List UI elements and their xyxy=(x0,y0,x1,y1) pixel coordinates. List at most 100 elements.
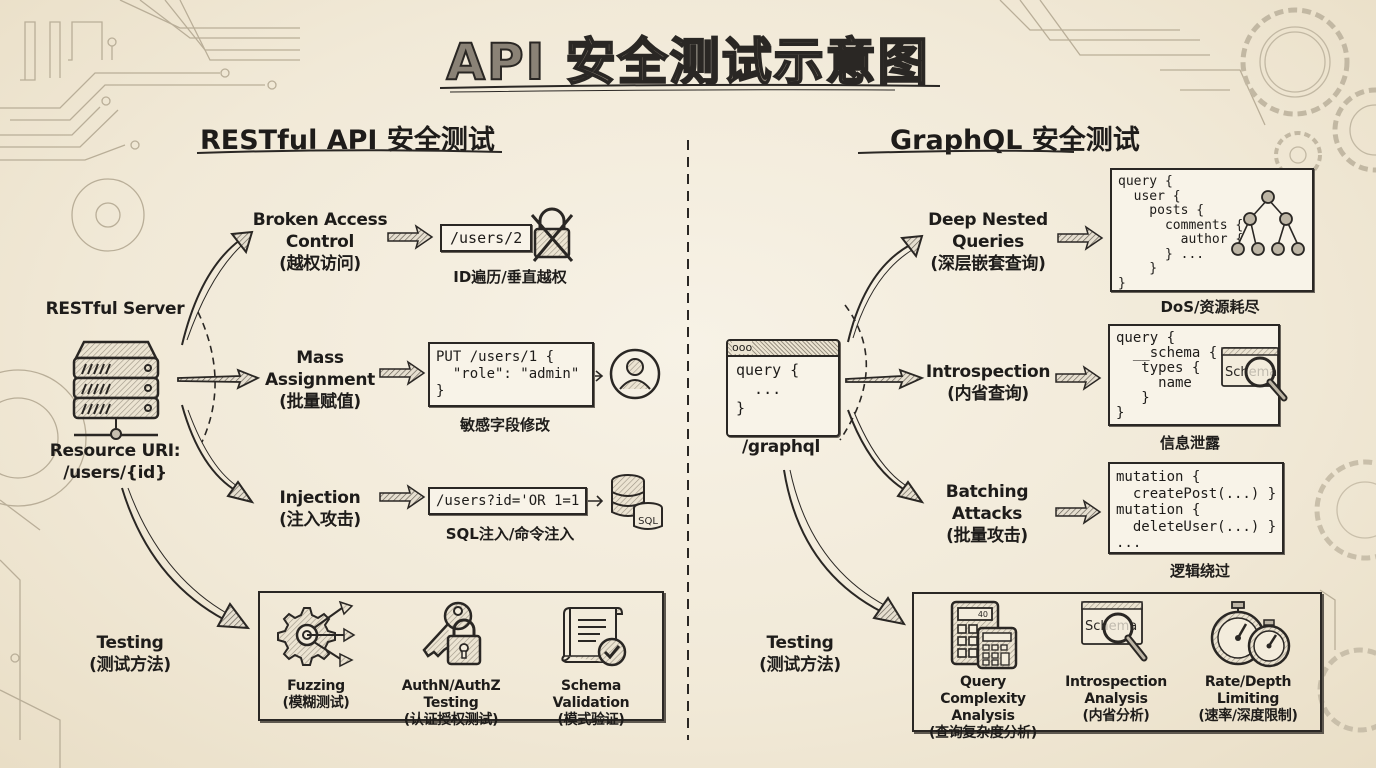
endpoint-code: query { ... } xyxy=(736,361,800,417)
resource-uri-path: /users/{id} xyxy=(63,463,167,483)
test-label-cn: (查询复杂度分析) xyxy=(928,725,1038,741)
dnq-example-code: query { user { posts { comments { author… xyxy=(1118,174,1244,291)
resource-uri-label: Resource URI: /users/{id} xyxy=(30,440,200,484)
tree-graph-icon xyxy=(1231,190,1305,256)
graphql-endpoint-label: /graphql xyxy=(741,437,821,457)
block-arrow-ma xyxy=(379,360,426,386)
test-label: Rate/Depth xyxy=(1204,674,1292,690)
attack-mass-assignment: Mass Assignment (批量赋值) xyxy=(250,347,390,413)
schema-check-icon xyxy=(561,607,627,667)
test-introspection-analysis: Introspection Analysis (内省分析) xyxy=(1056,674,1176,725)
attack-name-line: Control xyxy=(285,232,355,252)
attack-introspection: Introspection (内省查询) xyxy=(920,361,1056,405)
test-authn-authz: AuthN/AuthZ Testing (认证授权测试) xyxy=(376,678,526,729)
testing-label: Testing xyxy=(766,633,834,653)
attack-broken-access-control: Broken Access Control (越权访问) xyxy=(240,209,400,275)
rest-server-label: RESTful Server xyxy=(45,299,185,319)
arrow-to-mass-assignment xyxy=(177,368,261,390)
circuit-lines-bottom-left xyxy=(0,499,61,768)
arrow-to-deep-nested xyxy=(847,234,924,343)
graphql-endpoint-window: ooo query { ... } xyxy=(726,339,840,437)
crossed-lock-icon xyxy=(530,207,574,262)
attack-name-line: Mass xyxy=(296,348,344,368)
attack-batching: Batching Attacks (批量攻击) xyxy=(922,481,1052,547)
testing-label: Testing xyxy=(96,633,164,653)
bac-caption: ID遍历/垂直越权 xyxy=(453,268,567,286)
window-dots-icon: ooo xyxy=(732,341,753,354)
test-label: AuthN/AuthZ Testing xyxy=(401,678,501,711)
attack-name-line: (深层嵌套查询) xyxy=(930,254,1046,274)
stopwatch-icon xyxy=(1210,601,1291,668)
sql-label: SQL xyxy=(638,516,658,527)
arrow-to-broken-access-control xyxy=(181,230,254,346)
testing-label-cn: (测试方法) xyxy=(89,655,171,675)
ma-example-code: PUT /users/1 { "role": "admin" } xyxy=(428,342,594,407)
test-label-cn: (速率/深度限制) xyxy=(1198,708,1298,724)
graphql-testing-label: Testing (测试方法) xyxy=(740,632,860,676)
dnq-example-box: query { user { posts { comments { author… xyxy=(1110,168,1314,292)
circuit-lines-right xyxy=(1319,589,1336,650)
rest-testing-box xyxy=(258,591,664,721)
arrow-to-introspection xyxy=(845,368,925,390)
server-icon xyxy=(72,340,160,440)
test-schema-validation: Schema Validation (模式验证) xyxy=(526,678,656,729)
key-lock-icon xyxy=(422,601,482,666)
attack-name-line: Batching xyxy=(945,482,1029,502)
sql-database-icon: SQL xyxy=(611,474,663,530)
batch-example-code: mutation { createPost(...) } mutation { … xyxy=(1116,469,1277,551)
attack-name-line: (内省查询) xyxy=(947,384,1029,404)
attack-deep-nested-queries: Deep Nested Queries (深层嵌套查询) xyxy=(915,209,1061,275)
calculator-icon: 40 xyxy=(950,600,1018,670)
attack-name-line: Queries xyxy=(952,232,1024,252)
rest-testing-label: Testing (测试方法) xyxy=(70,632,190,676)
attack-name-line: (批量赋值) xyxy=(279,392,361,412)
arrow-to-graphql-testing xyxy=(783,469,907,626)
gear-bottom-right-decoration xyxy=(1314,459,1376,733)
graphql-testing-box xyxy=(912,592,1322,732)
block-arrow-inj xyxy=(379,484,426,510)
test-label-cn: (模式验证) xyxy=(557,712,625,728)
circuit-lines-top-left xyxy=(0,0,300,161)
bac-example-code: /users/2 xyxy=(440,224,533,252)
inj-caption: SQL注入/命令注入 xyxy=(445,525,575,543)
attack-injection: Injection (注入攻击) xyxy=(250,487,390,531)
user-avatar-icon xyxy=(609,348,661,400)
test-rate-depth-limiting: Rate/Depth Limiting (速率/深度限制) xyxy=(1186,674,1310,725)
test-fuzzing: Fuzzing (模糊测试) xyxy=(262,678,370,712)
test-label: Analysis xyxy=(1084,691,1148,707)
attack-name-line: Assignment xyxy=(265,370,375,390)
window-titlebar: ooo xyxy=(728,341,838,357)
test-query-complexity: Query Complexity Analysis (查询复杂度分析) xyxy=(918,674,1048,742)
dashed-grouping-arc xyxy=(197,311,216,443)
arrow-to-injection xyxy=(181,404,255,504)
circuit-lines-top-right xyxy=(999,0,1266,126)
inj-example-code: /users?id='OR 1=1 xyxy=(428,487,588,515)
attack-name-line: (批量攻击) xyxy=(946,526,1028,546)
page-title: API 安全测试示意图 xyxy=(445,32,930,92)
attack-name-line: Injection xyxy=(279,488,361,508)
small-arrow-to-db xyxy=(588,495,604,507)
block-arrow-dnq xyxy=(1057,225,1104,251)
test-label-cn: (模糊测试) xyxy=(282,695,350,711)
arrow-to-rest-testing xyxy=(121,487,251,630)
test-label: Introspection xyxy=(1065,674,1167,690)
attack-name-line: Attacks xyxy=(951,504,1023,524)
intro-caption: 信息泄露 xyxy=(1159,434,1220,452)
resource-uri-title: Resource URI: xyxy=(49,441,181,461)
test-label-cn: (认证授权测试) xyxy=(403,712,499,728)
attack-name-line: (越权访问) xyxy=(279,254,361,274)
arrow-to-batching xyxy=(847,409,925,504)
attack-name-line: Introspection xyxy=(925,362,1051,382)
attack-name-line: Broken Access xyxy=(252,210,388,230)
attack-name-line: Deep Nested xyxy=(928,210,1048,230)
block-arrow-bac xyxy=(387,224,434,250)
block-arrow-batch xyxy=(1055,499,1102,525)
gear-top-left-decoration xyxy=(0,178,145,507)
batch-example-box: mutation { createPost(...) } mutation { … xyxy=(1108,462,1284,554)
calculator-display: 40 xyxy=(978,610,988,619)
